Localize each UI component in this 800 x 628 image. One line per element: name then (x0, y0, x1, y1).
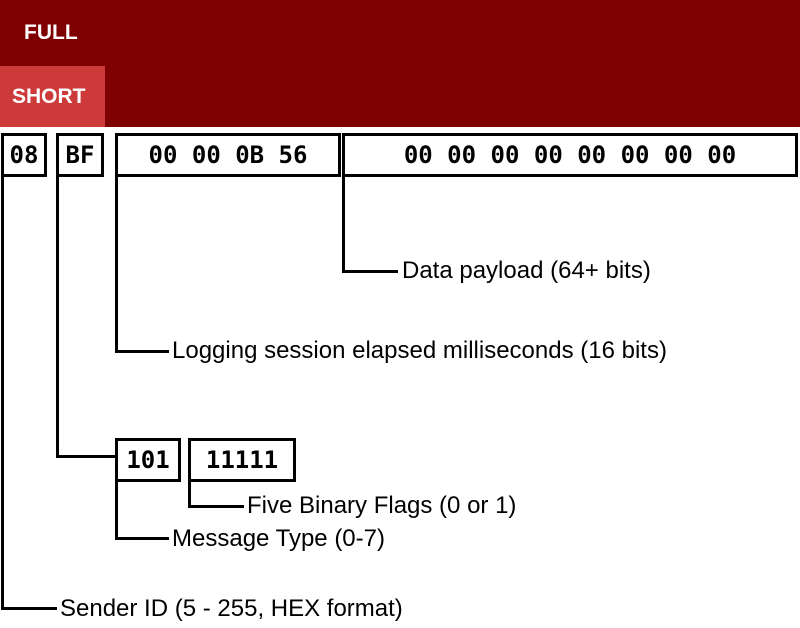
binary-flags-label: Five Binary Flags (0 or 1) (247, 492, 517, 519)
binary-flags-connector-vertical (188, 482, 191, 508)
tab-full[interactable]: FULL (24, 21, 78, 44)
elapsed-ms-bytes: 00 00 0B 56 (115, 133, 341, 177)
sender-id-byte: 08 (1, 133, 47, 177)
sender-id-label: Sender ID (5 - 255, HEX format) (60, 595, 403, 622)
elapsed-label: Logging session elapsed milliseconds (16… (172, 337, 667, 364)
payload-label: Data payload (64+ bits) (402, 257, 651, 284)
payload-connector-horizontal (342, 270, 398, 273)
flags-byte: BF (56, 133, 104, 177)
header-bar (0, 0, 800, 127)
payload-connector-vertical (342, 177, 345, 273)
tab-short[interactable]: SHORT (0, 66, 105, 127)
message-type-connector-horizontal (115, 537, 169, 540)
sender-connector-vertical (1, 177, 4, 610)
binary-flags-bits: 11111 (188, 438, 296, 482)
elapsed-connector-horizontal (115, 350, 169, 353)
message-type-bits: 101 (115, 438, 181, 482)
message-type-connector-vertical (115, 482, 118, 540)
sender-connector-horizontal (1, 607, 57, 610)
message-type-label: Message Type (0-7) (172, 525, 385, 552)
elapsed-connector-vertical (115, 177, 118, 353)
flags-byte-connector-horizontal (56, 455, 115, 458)
flags-byte-connector-vertical (56, 177, 59, 458)
payload-bytes: 00 00 00 00 00 00 00 00 (342, 133, 798, 177)
binary-flags-connector-horizontal (188, 505, 244, 508)
